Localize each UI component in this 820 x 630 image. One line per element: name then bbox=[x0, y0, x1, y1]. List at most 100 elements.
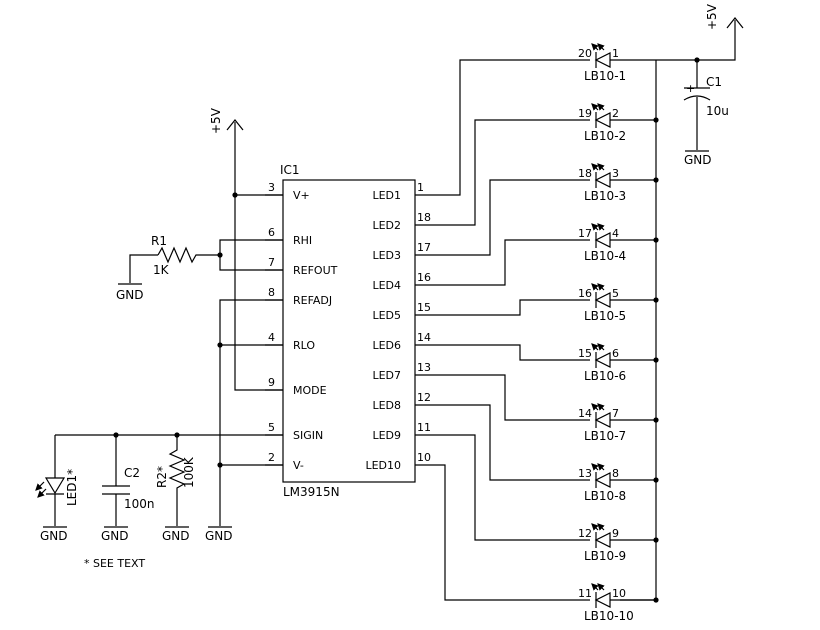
ic-ref: IC1 bbox=[280, 163, 300, 177]
light-arrow bbox=[591, 223, 599, 231]
ic-pin-name: V+ bbox=[293, 189, 310, 202]
ic-part: LM3915N bbox=[283, 485, 340, 499]
ic-pin-name: RHI bbox=[293, 234, 312, 247]
ic-body bbox=[282, 179, 416, 483]
led-pin-anode: 17 bbox=[578, 227, 592, 240]
c2-ref: C2 bbox=[124, 466, 140, 480]
led-pin-anode: 18 bbox=[578, 167, 592, 180]
light-arrow bbox=[591, 523, 599, 531]
led-triangle bbox=[594, 472, 611, 488]
junction-dot bbox=[653, 117, 659, 123]
led-label: LB10-8 bbox=[584, 489, 626, 503]
ic-pin-name: LED2 bbox=[372, 219, 401, 232]
output-trace bbox=[433, 344, 590, 361]
led-pin-anode: 12 bbox=[578, 527, 592, 540]
light-arrow bbox=[597, 463, 605, 471]
supply-ic-label: +5V bbox=[209, 107, 223, 134]
led-triangle bbox=[594, 352, 611, 368]
led-pin-anode: 14 bbox=[578, 407, 592, 420]
ic-pin-name: LED8 bbox=[372, 399, 401, 412]
left-wiring bbox=[35, 119, 283, 528]
led1-ref: LED1* bbox=[65, 469, 79, 506]
r2-ref: R2* bbox=[155, 466, 169, 488]
ic-pin-name: LED4 bbox=[372, 279, 401, 292]
led-label: LB10-1 bbox=[584, 69, 626, 83]
light-arrow bbox=[591, 283, 599, 291]
junction-dot bbox=[653, 537, 659, 543]
r1-value: 1K bbox=[153, 263, 170, 277]
junction-dot bbox=[653, 237, 659, 243]
ic-pin-number: 17 bbox=[417, 241, 431, 254]
junction-dot bbox=[653, 177, 659, 183]
led-pin-cathode: 2 bbox=[612, 107, 619, 120]
light-arrow bbox=[597, 283, 605, 291]
ic-pin-name: REFADJ bbox=[293, 294, 332, 307]
led-pin-cathode: 3 bbox=[612, 167, 619, 180]
ic-pin-name: LED7 bbox=[372, 369, 401, 382]
ic-pin-number: 3 bbox=[268, 181, 275, 194]
junction-dot bbox=[653, 417, 659, 423]
ic-pin-number: 14 bbox=[417, 331, 431, 344]
led-triangle bbox=[594, 412, 611, 428]
r2-value: 100K bbox=[182, 456, 196, 488]
led-label: LB10-5 bbox=[584, 309, 626, 323]
ic-pin-number: 2 bbox=[268, 451, 275, 464]
output-trace bbox=[433, 464, 590, 601]
led-label: LB10-9 bbox=[584, 549, 626, 563]
ic-pin-number: 11 bbox=[417, 421, 431, 434]
output-trace bbox=[433, 119, 590, 226]
ic-pin-name: MODE bbox=[293, 384, 327, 397]
led-pin-anode: 11 bbox=[578, 587, 592, 600]
ic-pin-number: 4 bbox=[268, 331, 275, 344]
ic-pin-name: RLO bbox=[293, 339, 315, 352]
led-triangle bbox=[594, 232, 611, 248]
led-triangle bbox=[594, 172, 611, 188]
led-pin-cathode: 5 bbox=[612, 287, 619, 300]
junction-dot bbox=[653, 357, 659, 363]
output-trace bbox=[433, 239, 590, 286]
note: * SEE TEXT bbox=[84, 557, 145, 570]
ic-pin-name: V- bbox=[293, 459, 304, 472]
c2-value: 100n bbox=[124, 497, 155, 511]
light-arrow bbox=[591, 343, 599, 351]
gnd-c2: GND bbox=[101, 529, 129, 543]
output-trace bbox=[433, 434, 590, 541]
light-arrow bbox=[597, 523, 605, 531]
gnd-c1: GND bbox=[684, 153, 712, 167]
led-pin-cathode: 4 bbox=[612, 227, 619, 240]
output-routing bbox=[433, 59, 590, 601]
gnd-r1: GND bbox=[116, 288, 144, 302]
junction-dot bbox=[653, 597, 659, 603]
led-triangle bbox=[594, 292, 611, 308]
led-triangle bbox=[594, 532, 611, 548]
led-pin-cathode: 10 bbox=[612, 587, 626, 600]
c1-value: 10u bbox=[706, 104, 729, 118]
ic-pin-number: 5 bbox=[268, 421, 275, 434]
gnd-ic: GND bbox=[205, 529, 233, 543]
ic-pin-number: 13 bbox=[417, 361, 431, 374]
light-arrow bbox=[591, 43, 599, 51]
ic-pin-number: 6 bbox=[268, 226, 275, 239]
led-triangle bbox=[594, 592, 611, 608]
ic-pin-name: LED3 bbox=[372, 249, 401, 262]
ic-pin-number: 7 bbox=[268, 256, 275, 269]
ic-pin-number: 16 bbox=[417, 271, 431, 284]
light-arrow bbox=[591, 103, 599, 111]
led-pin-anode: 15 bbox=[578, 347, 592, 360]
ic-pin-name: LED10 bbox=[365, 459, 401, 472]
light-arrow bbox=[597, 583, 605, 591]
led-label: LB10-7 bbox=[584, 429, 626, 443]
light-arrow bbox=[597, 343, 605, 351]
output-trace bbox=[433, 59, 590, 196]
led-triangle bbox=[594, 112, 611, 128]
light-arrow bbox=[597, 223, 605, 231]
light-arrow bbox=[597, 163, 605, 171]
